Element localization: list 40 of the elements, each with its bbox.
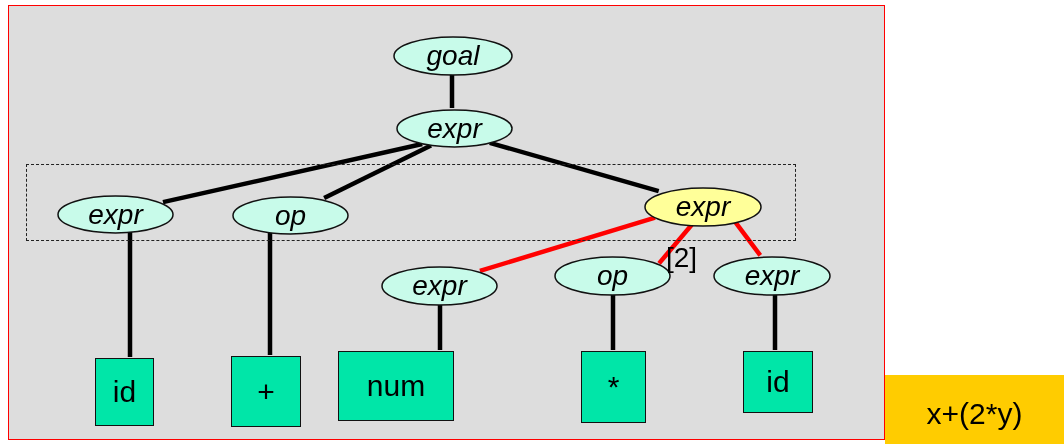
tree-edge: [127, 231, 133, 357]
symbol-label: expr: [412, 272, 467, 300]
symbol-label: goal: [426, 42, 480, 70]
index-label: [2]: [666, 244, 698, 272]
nonterminal-ellipse: [713, 256, 831, 296]
symbol-label: expr: [88, 200, 143, 229]
nonterminal-ellipse: [232, 196, 349, 235]
tree-edge: [437, 305, 443, 350]
terminal-box: [95, 358, 154, 426]
dashed-group-box: [26, 164, 796, 241]
symbol-label: expr: [427, 114, 482, 143]
symbol-label: op: [274, 201, 307, 230]
nonterminal-ellipse: [381, 266, 498, 306]
nonterminal-ellipse: [396, 109, 513, 148]
token-label: id: [112, 377, 137, 407]
tree-edge: [610, 295, 616, 350]
tree-edge: [162, 141, 423, 205]
input-string: x+(2*y): [926, 398, 1023, 429]
token-label: +: [257, 376, 275, 407]
token-label: num: [366, 371, 426, 401]
nonterminal-ellipse: [393, 36, 513, 76]
token-label: id: [766, 367, 790, 397]
terminal-box: [743, 351, 813, 413]
panel-background: [8, 5, 885, 440]
terminal-box: [338, 351, 454, 421]
tree-edge: [479, 215, 656, 274]
terminal-box: [581, 351, 646, 423]
input-string-box: [885, 375, 1064, 444]
symbol-label: op: [596, 262, 629, 290]
tree-edge: [449, 75, 455, 108]
tree-edge: [267, 232, 273, 355]
tree-edge: [733, 220, 763, 257]
terminal-box: [231, 356, 301, 427]
tree-edge: [323, 143, 432, 201]
symbol-label: expr: [675, 193, 731, 221]
nonterminal-ellipse: [57, 195, 174, 234]
token-label: *: [607, 372, 620, 402]
tree-edge: [772, 294, 778, 350]
nonterminal-ellipse: [644, 187, 762, 227]
symbol-label: expr: [744, 262, 800, 290]
